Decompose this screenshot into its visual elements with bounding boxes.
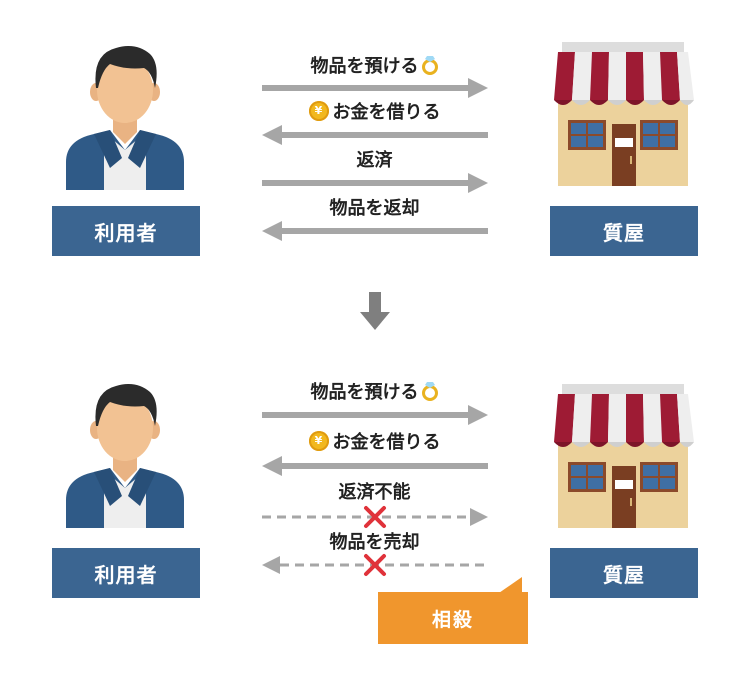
arrow-label-return: 物品を返却: [329, 198, 420, 219]
arrow-return: [262, 221, 488, 241]
arrow-borrow: [262, 125, 488, 145]
arrow-deposit: [262, 78, 488, 98]
cross-icon: [364, 506, 386, 528]
pawnshop-icon: [548, 380, 698, 530]
arrow-sell: [262, 556, 488, 574]
user-label: 利用者: [52, 206, 200, 256]
arrow-label-borrow: ¥ お金を借りる: [262, 98, 487, 124]
cross-icon: [364, 554, 386, 576]
arrow-unable-to-repay: [262, 508, 488, 526]
user-label: 利用者: [52, 548, 200, 598]
arrow-deposit: [262, 405, 488, 425]
ring-icon: [421, 382, 438, 401]
arrow-borrow: [262, 456, 488, 476]
arrow-repay: [262, 173, 488, 193]
user-figure-icon: [60, 378, 190, 528]
callout-label: 相殺: [431, 608, 474, 631]
down-arrow-icon: [360, 292, 390, 330]
user-figure-icon: [60, 40, 190, 190]
ring-icon: [421, 56, 438, 75]
arrow-label-deposit: 物品を預ける: [262, 378, 487, 404]
arrow-label-unable-to-repay: 返済不能: [338, 482, 411, 503]
arrow-label-deposit: 物品を預ける: [262, 52, 487, 78]
arrow-label-borrow: ¥ お金を借りる: [262, 428, 487, 454]
offset-callout: [378, 592, 528, 644]
arrow-label-repay: 返済: [356, 150, 393, 171]
shop-label: 質屋: [550, 206, 698, 256]
yen-coin-icon: ¥: [308, 101, 329, 121]
yen-coin-icon: ¥: [308, 431, 329, 451]
arrow-label-sell: 物品を売却: [329, 532, 420, 553]
pawnshop-icon: [548, 38, 698, 188]
callout-tail: [496, 577, 522, 595]
shop-label: 質屋: [550, 548, 698, 598]
